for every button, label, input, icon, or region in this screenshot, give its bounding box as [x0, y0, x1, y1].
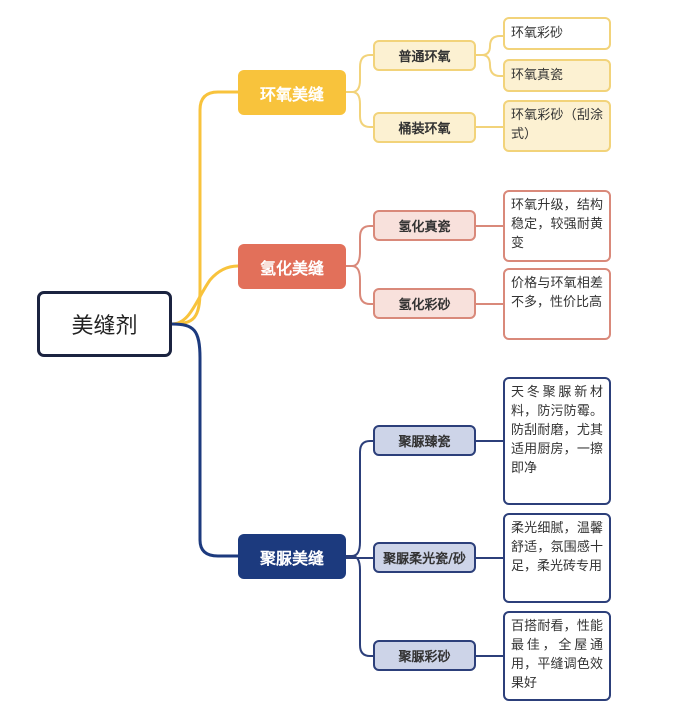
connector-epoxy-sub1 — [346, 54, 373, 93]
sub-epoxy-bucket[interactable]: 桶装环氧 — [373, 112, 476, 143]
connector-polyurea-sub3 — [346, 555, 373, 657]
connector-hydro-sub2 — [346, 265, 373, 305]
leaf-polyurea-porcelain[interactable]: 天冬聚脲新材料，防污防霉。防刮耐磨，尤其适用厨房，一擦即净 — [503, 377, 611, 505]
leaf-epoxy-bucket-1[interactable]: 环氧彩砂（刮涂式） — [503, 100, 611, 152]
sub-polyurea-porcelain[interactable]: 聚脲臻瓷 — [373, 425, 476, 456]
sub-polyurea-matte[interactable]: 聚脲柔光瓷/砂 — [373, 542, 476, 573]
sub-hydro-sand[interactable]: 氢化彩砂 — [373, 288, 476, 319]
connector-polyurea-sub1 — [346, 440, 373, 557]
leaf-hydro-porcelain[interactable]: 环氧升级，结构稳定，较强耐黄变 — [503, 190, 611, 262]
connector-hydro-sub1 — [346, 225, 373, 267]
connector-root-epoxy — [171, 90, 238, 326]
leaf-epoxy-regular-2[interactable]: 环氧真瓷 — [503, 59, 611, 92]
sub-polyurea-sand[interactable]: 聚脲彩砂 — [373, 640, 476, 671]
connector-epoxy-sub2 — [346, 91, 373, 128]
leaf-polyurea-matte[interactable]: 柔光细腻，温馨舒适，氛围感十足，柔光砖专用 — [503, 513, 611, 603]
leaf-hydro-sand[interactable]: 价格与环氧相差不多，性价比高 — [503, 268, 611, 340]
category-polyurea[interactable]: 聚脲美缝 — [238, 534, 346, 579]
connector-root-hydro — [171, 264, 239, 326]
connector-sub1-leaf2 — [476, 54, 503, 77]
leaf-epoxy-regular-1[interactable]: 环氧彩砂 — [503, 17, 611, 50]
connector-root-polyurea — [171, 322, 238, 558]
category-epoxy[interactable]: 环氧美缝 — [238, 70, 346, 115]
sub-epoxy-regular[interactable]: 普通环氧 — [373, 40, 476, 71]
leaf-polyurea-sand[interactable]: 百搭耐看，性能最佳，全屋通用，平缝调色效果好 — [503, 611, 611, 701]
sub-hydro-porcelain[interactable]: 氢化真瓷 — [373, 210, 476, 241]
category-hydro[interactable]: 氢化美缝 — [238, 244, 346, 289]
connector-sub1-leaf1 — [476, 35, 503, 56]
root-node[interactable]: 美缝剂 — [37, 291, 172, 357]
